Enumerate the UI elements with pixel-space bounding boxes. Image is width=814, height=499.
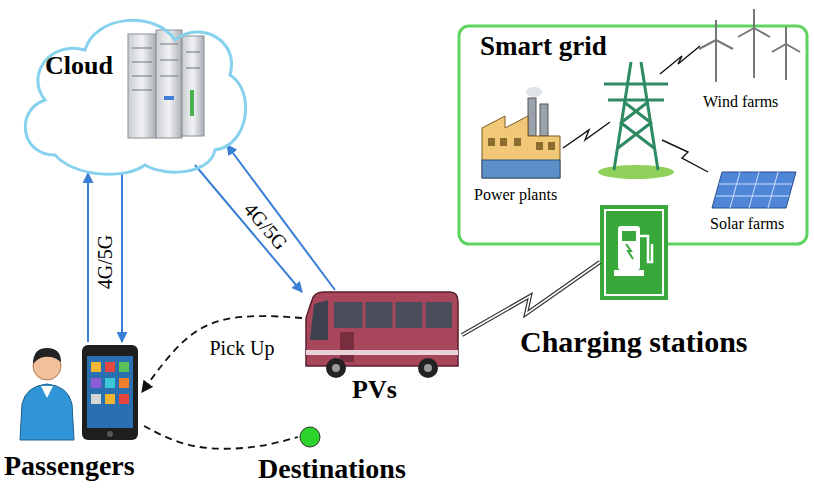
power-cable	[462, 262, 600, 335]
route-arrow	[142, 316, 302, 392]
node-label: Solar farms	[710, 215, 784, 233]
source-node: Wind farms	[690, 5, 808, 115]
edge-label: 4G/5G	[94, 233, 116, 291]
signal-arrow	[227, 145, 335, 290]
node-label: Cloud	[45, 51, 113, 81]
vehicle-node: PVs	[300, 288, 462, 412]
station-node: Charging stations	[515, 203, 800, 368]
charging-station-icon	[600, 205, 668, 300]
destination-node: Destinations	[250, 425, 440, 497]
node-label: Charging stations	[520, 325, 748, 360]
node-label: Power plants	[474, 186, 557, 204]
cloud-node: Cloud	[15, 5, 250, 178]
signal-arrow	[195, 165, 302, 292]
bus-icon	[306, 292, 458, 378]
signal-arrow	[87, 173, 89, 342]
node-label: PVs	[352, 375, 397, 405]
passenger-icon	[20, 348, 74, 440]
transmission-tower	[598, 62, 674, 179]
signal-arrow	[121, 173, 123, 342]
node-label: Destinations	[258, 453, 406, 485]
node-label: Passengers	[4, 450, 135, 482]
cable-gap	[462, 262, 600, 335]
phone-icon	[82, 345, 138, 440]
link-zigzag	[563, 46, 708, 172]
server-racks	[128, 30, 204, 138]
power-plant-icon	[482, 87, 560, 178]
destination-dot	[300, 427, 320, 447]
source-node: Solar farms	[702, 167, 806, 241]
node-label: Wind farms	[703, 93, 778, 111]
cloud-outline	[15, 5, 250, 178]
source-node: Power plants	[472, 95, 572, 207]
route-arrow	[144, 426, 298, 449]
edge-label: Pick Up	[208, 337, 277, 359]
passenger-node: Passengers	[4, 342, 219, 497]
node-label: Smart grid	[480, 31, 607, 62]
wind-turbines	[699, 9, 800, 82]
region-box: Smart gridPower plants Wind farmsSolar fa…	[458, 25, 808, 245]
solar-panel	[712, 172, 796, 208]
cloud-outline	[25, 20, 245, 174]
